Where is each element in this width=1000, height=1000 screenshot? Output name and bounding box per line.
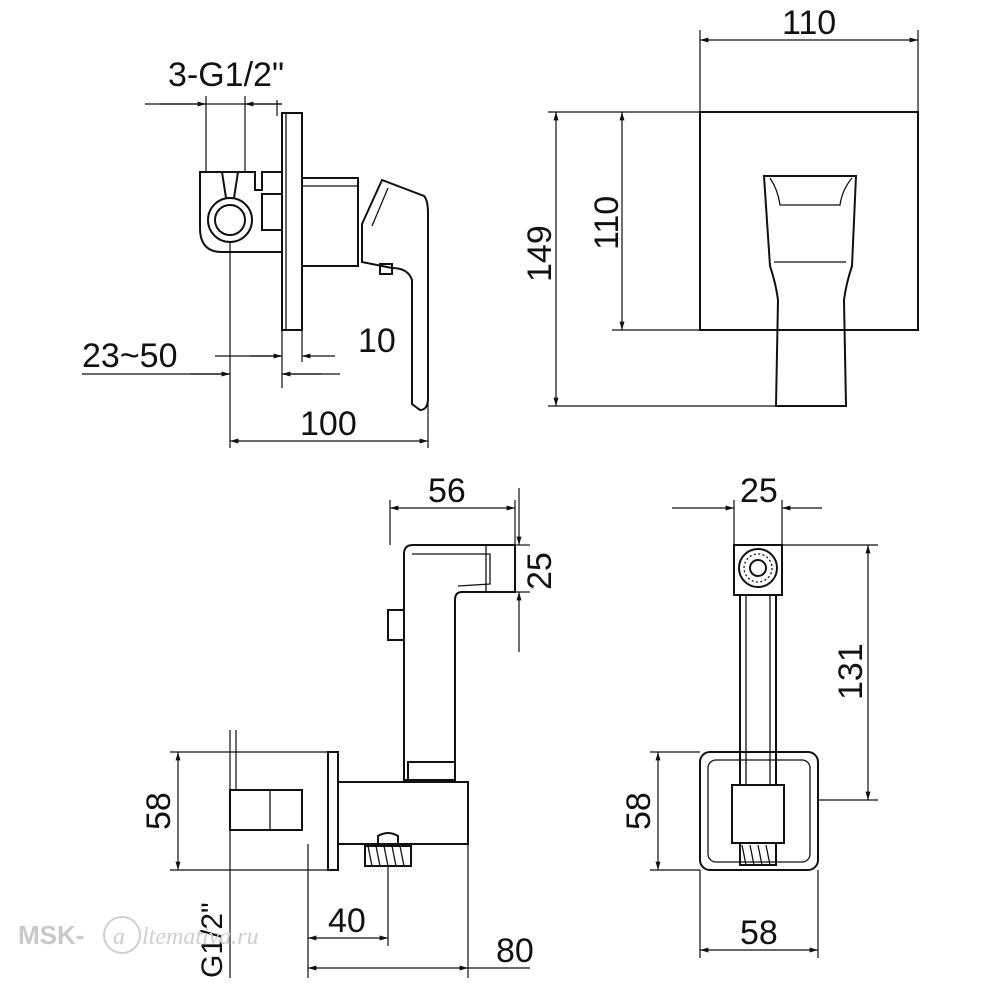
front-plate [699, 111, 919, 331]
dim-front-holder-height: 58 [620, 792, 658, 830]
mixer-side-view: 3-G1/2" 23~50 10 100 [82, 56, 429, 448]
watermark-prefix: MSK- [18, 920, 84, 950]
shower-holder-front [699, 751, 819, 871]
dim-thread-bottom: G1/2" [196, 902, 229, 978]
dim-front-holder-width: 58 [740, 914, 778, 952]
shower-holder-body [337, 781, 469, 845]
dim-shower-head-height: 25 [521, 552, 559, 590]
dim-wall-range: 23~50 [82, 337, 178, 375]
dim-outlet-offset: 40 [328, 902, 366, 940]
watermark-suffix: ltemativa.ru [142, 924, 259, 950]
shower-side-view: 56 25 58 G1/2" 40 80 [140, 472, 559, 978]
wall-plate [281, 112, 303, 331]
lever-front [762, 175, 858, 407]
dim-holder-height: 58 [140, 792, 178, 830]
dim-holder-depth: 80 [496, 932, 534, 970]
valve-body [199, 171, 283, 253]
spindle-housing [301, 177, 359, 267]
shower-front-view: 25 131 58 58 [620, 472, 878, 958]
dim-shower-length: 131 [832, 643, 870, 700]
dim-plate-width: 110 [782, 4, 836, 42]
lever-handle [361, 178, 429, 412]
dim-plate-height: 110 [588, 196, 626, 250]
dim-shower-front-width: 25 [740, 472, 778, 510]
dim-thread-top: 3-G1/2" [168, 56, 284, 94]
shower-handle-side [403, 544, 516, 781]
mixer-front-view: 110 149 110 [521, 4, 919, 407]
watermark-logo: a [113, 924, 125, 950]
dim-shower-head-width: 56 [428, 472, 466, 510]
dim-mixer-depth: 100 [300, 405, 357, 443]
watermark: MSK- a ltemativa.ru [18, 916, 259, 954]
dim-total-height: 149 [521, 225, 559, 282]
dim-plate-gap: 10 [358, 322, 396, 360]
shower-holder-plate [327, 751, 339, 871]
